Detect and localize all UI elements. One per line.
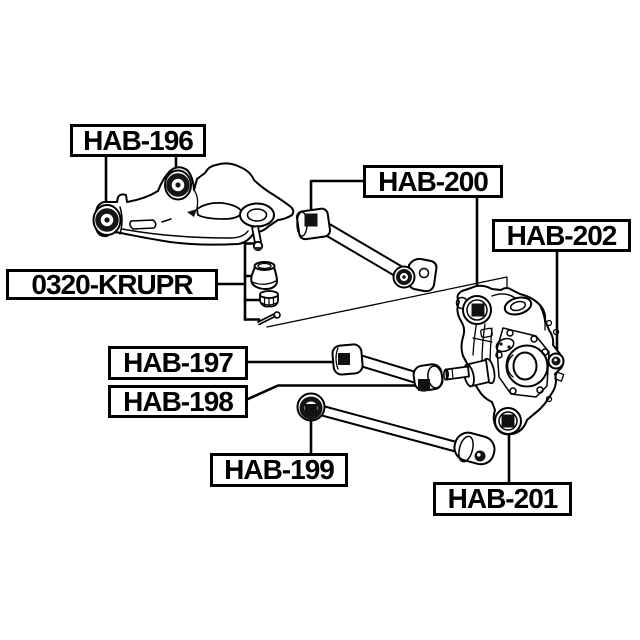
upper-arm-front-bushing: [164, 169, 192, 201]
upper-control-arm-drawing: [92, 162, 295, 252]
bushing-marker: [338, 353, 350, 365]
install-pointer-line: [266, 276, 508, 328]
rear-end-cylinder: [453, 431, 496, 466]
spindle: [443, 357, 496, 388]
lower-lateral-arm-drawing: [296, 392, 496, 466]
hub-bolt-holes: [495, 329, 549, 395]
bushing-marker: [471, 303, 485, 317]
leader-hab198: [246, 384, 421, 401]
bushing-marker: [501, 414, 515, 428]
upper-mount-boss: [503, 296, 533, 316]
arm-shaft: [320, 221, 402, 277]
castle-nut: [259, 290, 279, 308]
leader-hab200-arm: [309, 179, 365, 215]
part-label-hab-202: HAB-202: [492, 219, 631, 252]
bushing-marker: [305, 404, 317, 416]
bushing-markers: [304, 213, 515, 428]
upper-arm-rear-bushing: [92, 204, 122, 236]
arm-shaft: [356, 354, 420, 384]
bushing-marker: [304, 213, 318, 227]
part-label-hab-201: HAB-201: [433, 482, 572, 516]
part-label-hab-196: HAB-196: [70, 124, 206, 157]
dust-boot: [250, 261, 278, 290]
part-label-hab-199: HAB-199: [210, 453, 348, 487]
bushing-marker: [418, 379, 430, 391]
ball-joint-stud: [251, 225, 264, 252]
part-label-hab-198: HAB-198: [108, 385, 248, 418]
leader-lines: [104, 155, 559, 484]
part-label-hab-197: HAB-197: [108, 346, 248, 380]
part-label-0320-krupr: 0320-KRUPR: [6, 269, 218, 300]
ball-joint-boss: [239, 202, 275, 228]
cotter-pin: [257, 311, 281, 326]
rear-knuckle-drawing: [443, 284, 565, 436]
arm-slot: [129, 219, 157, 230]
part-label-hab-200: HAB-200: [363, 165, 503, 198]
knuckle-side-bushing: [547, 352, 565, 370]
middle-lateral-arm-drawing: [331, 343, 444, 392]
arm-shaft: [319, 405, 465, 454]
ball-joint-parts-drawing: [250, 261, 281, 326]
clevis-end: [392, 257, 438, 293]
